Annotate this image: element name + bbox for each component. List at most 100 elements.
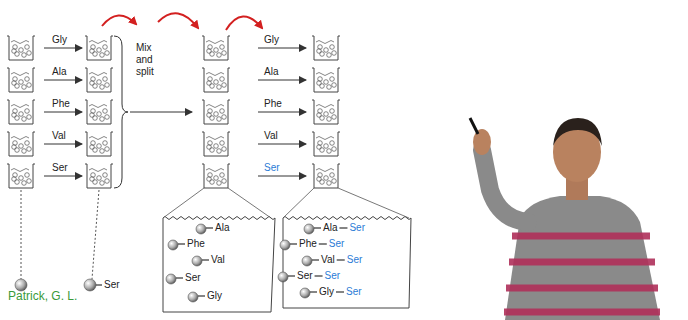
- resin-bead: [97, 48, 102, 53]
- reagent-arrow: [44, 80, 82, 81]
- zoom-line: [228, 188, 271, 218]
- red-annotation-arrows: [102, 13, 262, 30]
- resin-bead: [280, 240, 290, 250]
- reaction-vessel: [202, 68, 230, 92]
- resin-bead: [330, 173, 335, 178]
- vessel-liquid: [316, 41, 334, 44]
- resin-bead: [300, 288, 310, 298]
- resin-bead: [100, 53, 105, 58]
- vessel-liquid: [89, 73, 107, 76]
- resin-bead: [90, 81, 95, 86]
- vessel-liquid: [11, 137, 29, 140]
- resin-bead: [90, 145, 95, 150]
- resin-bead: [103, 77, 108, 82]
- resin-bead: [324, 176, 329, 181]
- resin-bead: [168, 240, 178, 250]
- resin-bead: [103, 141, 108, 146]
- resin-bead: [222, 179, 227, 184]
- reagent-arrow: [258, 112, 306, 113]
- resin-bead: [103, 109, 108, 114]
- resin-bead: [332, 147, 337, 152]
- magnified-vessel-box: AlaSerPheSerValSerSerSerGlySer: [283, 214, 409, 308]
- residue-label: Val: [321, 254, 335, 266]
- vessel-wall: [312, 132, 340, 156]
- reaction-vessel: [85, 36, 113, 60]
- resin-bead: [19, 176, 24, 181]
- zoom-line: [163, 188, 204, 218]
- residue-label: Gly: [207, 290, 222, 302]
- resin-bead: [25, 45, 30, 50]
- resin-bead: [105, 179, 110, 184]
- resin-bead: [19, 80, 24, 85]
- resin-bead: [22, 53, 27, 58]
- bond-line: [314, 227, 321, 228]
- bond-line: [339, 227, 347, 228]
- reagent-arrow: [258, 48, 306, 49]
- source-credit: Patrick, G. L.: [8, 289, 77, 303]
- resin-bead: [22, 149, 27, 154]
- resin-bead: [97, 144, 102, 149]
- resin-bead: [22, 117, 27, 122]
- resin-bead: [105, 147, 110, 152]
- resin-bead: [90, 113, 95, 118]
- resin-bead: [84, 279, 96, 291]
- resin-bead: [317, 145, 322, 150]
- resin-bead: [332, 83, 337, 88]
- resin-bead: [332, 179, 337, 184]
- resin-bead: [105, 83, 110, 88]
- reagent-arrow: [258, 80, 306, 81]
- vessel-wall: [312, 36, 340, 60]
- resin-bead: [327, 117, 332, 122]
- reagent-label: Val: [52, 130, 66, 142]
- resin-bead: [214, 176, 219, 181]
- resin-bead: [25, 173, 30, 178]
- vessel-liquid: [206, 73, 224, 76]
- reaction-vessel: [312, 100, 340, 124]
- resin-bead: [100, 149, 105, 154]
- vessel-wall: [312, 164, 340, 188]
- resin-bead: [330, 77, 335, 82]
- resin-bead: [332, 115, 337, 120]
- vessel-liquid: [206, 105, 224, 108]
- resin-bead: [97, 80, 102, 85]
- resin-bead: [97, 112, 102, 117]
- resin-bead: [332, 51, 337, 56]
- resin-bead: [317, 81, 322, 86]
- reaction-vessel: [85, 68, 113, 92]
- resin-bead: [317, 177, 322, 182]
- vessel-wall: [312, 100, 340, 124]
- resin-bead: [220, 45, 225, 50]
- reaction-vessel: [7, 36, 35, 60]
- reagent-label: Ala: [264, 66, 278, 78]
- resin-bead: [302, 256, 312, 266]
- resin-bead: [304, 224, 314, 234]
- reaction-vessel: [312, 132, 340, 156]
- bond-line: [178, 243, 185, 244]
- vessel-wall: [85, 164, 113, 188]
- resin-bead: [90, 177, 95, 182]
- presenter-figure: [470, 118, 660, 320]
- vessel-liquid: [11, 105, 29, 108]
- vessel-liquid: [316, 105, 334, 108]
- vessel-liquid: [206, 41, 224, 44]
- vessel-wall: [202, 132, 230, 156]
- dotted-leader: [92, 190, 99, 279]
- resin-bead: [324, 144, 329, 149]
- resin-bead: [166, 274, 176, 284]
- resin-bead: [317, 49, 322, 54]
- reagent-label: Ala: [52, 66, 66, 78]
- reagent-arrow: [258, 144, 306, 145]
- reagent-label: Gly: [52, 34, 67, 46]
- vessel-liquid: [316, 73, 334, 76]
- vessel-wall: [85, 68, 113, 92]
- reaction-vessel: [202, 132, 230, 156]
- bond-line: [96, 284, 102, 285]
- vessel-liquid: [316, 137, 334, 140]
- vessel-wall: [202, 100, 230, 124]
- resin-bead: [217, 85, 222, 90]
- resin-bead: [317, 113, 322, 118]
- vessel-wall: [7, 36, 35, 60]
- resin-bead: [19, 112, 24, 117]
- reagent-label: Val: [264, 130, 278, 142]
- bond-line: [337, 259, 345, 260]
